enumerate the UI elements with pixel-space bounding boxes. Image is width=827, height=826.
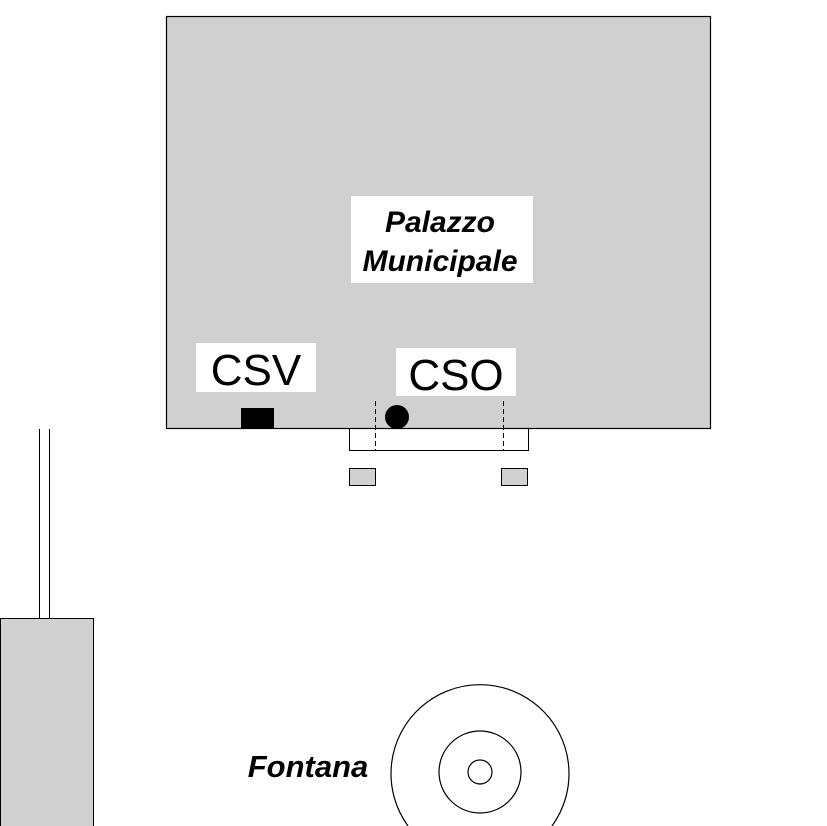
entrance-platform	[349, 428, 529, 451]
cso-marker	[385, 405, 409, 429]
cso-label: CSO	[408, 351, 503, 400]
cso-label-background	[396, 348, 516, 396]
fountain-middle-ring	[438, 730, 522, 814]
building-label-background	[351, 196, 533, 283]
fountain-outer-ring	[390, 684, 570, 826]
csv-label: CSV	[211, 346, 302, 395]
csv-marker	[241, 408, 274, 428]
csv-label-background	[196, 343, 316, 392]
left-building-block	[0, 618, 94, 826]
entrance-block-left	[349, 468, 376, 486]
building-label-line2: Municipale	[362, 245, 517, 278]
fountain-label: Fontana	[248, 749, 369, 784]
fountain-center	[467, 759, 493, 785]
building-label-line1: Palazzo	[385, 206, 495, 239]
entrance-block-right	[501, 468, 528, 486]
